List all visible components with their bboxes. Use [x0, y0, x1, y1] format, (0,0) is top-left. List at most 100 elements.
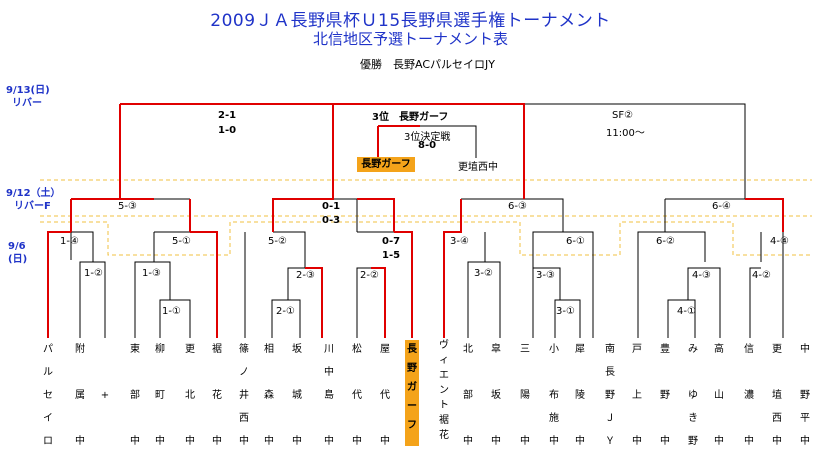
team-char: 北 — [463, 344, 473, 355]
team-char: エ — [439, 370, 449, 381]
page-subtitle: 北信地区予選トーナメント表 — [312, 30, 508, 48]
date-text: 9/12（土） — [6, 188, 61, 199]
red-r2a-right — [189, 199, 218, 338]
team-char — [630, 407, 644, 430]
third-place-loser: 更埴西中 — [458, 162, 498, 173]
score-p3: 2-③ — [296, 270, 315, 281]
final-score-2: 1-0 — [218, 125, 237, 136]
score-p4: 2-② — [360, 270, 379, 281]
sf-time: 11:00～ — [606, 128, 645, 139]
team-char — [489, 361, 503, 384]
team-char: 坂 — [292, 344, 302, 355]
team-char — [461, 407, 475, 430]
team-char: 中 — [714, 436, 724, 447]
team-char: ン — [439, 385, 449, 396]
team-char: Ｊ — [605, 413, 615, 424]
line-r2c — [461, 198, 564, 232]
team-name: 川中島 中 — [322, 338, 336, 453]
team-char — [461, 361, 475, 384]
date-round-final: 9/13(日) リバー — [6, 84, 50, 110]
team-char: 中 — [75, 436, 85, 447]
score-r2c: 6-③ — [508, 201, 527, 212]
team-name: 更 北 中 — [183, 338, 197, 453]
team-name: 篠ノ井西中 — [237, 338, 251, 453]
score-q7: 6-② — [656, 236, 675, 247]
team-char: 濃 — [744, 390, 754, 401]
team-char: 戸 — [632, 344, 642, 355]
score-o1: 1-① — [162, 306, 181, 317]
venue-text: リバーF — [14, 201, 51, 212]
line-p7 — [687, 267, 721, 338]
team-name: + — [98, 338, 112, 453]
team-char: 中 — [264, 436, 274, 447]
team-name: 皐 坂 中 — [489, 338, 503, 453]
team-char: 施 — [549, 413, 559, 424]
team-char: 陽 — [520, 390, 530, 401]
team-name: 坂 城 中 — [290, 338, 304, 453]
team-char: ゆ — [688, 390, 698, 401]
team-char — [630, 361, 644, 384]
team-name: 信 濃 中 — [742, 338, 756, 453]
team-name: 豊 野 中 — [658, 338, 672, 453]
line-p5 — [467, 261, 501, 338]
team-char: 裾 — [212, 344, 222, 355]
team-char — [98, 430, 112, 453]
date-text: 9/13(日) — [6, 85, 50, 96]
team-char — [712, 407, 726, 430]
team-char — [518, 407, 532, 430]
team-char: Ｙ — [605, 436, 615, 447]
score-p1: 1-② — [84, 268, 103, 279]
team-char: 中 — [324, 436, 334, 447]
third-match-score: 8-0 — [418, 140, 437, 151]
line-o1 — [159, 299, 191, 338]
score-p8: 4-② — [752, 270, 771, 281]
team-char: 中 — [352, 436, 362, 447]
team-char: み — [688, 344, 698, 355]
team-char: ィ — [439, 355, 449, 366]
team-name: 犀 陵 中 — [573, 338, 587, 453]
red-q3 — [305, 267, 323, 338]
team-char — [350, 407, 364, 430]
team-char: 代 — [380, 390, 390, 401]
score-r2b: 0-1 — [322, 201, 341, 212]
team-char — [518, 361, 532, 384]
team-char: 中 — [155, 436, 165, 447]
team-char: 中 — [520, 436, 530, 447]
team-char — [547, 361, 561, 384]
team-char: 中 — [632, 436, 642, 447]
team-char: 三 — [520, 344, 530, 355]
page-title: 2009ＪＡ長野県杯Ｕ15長野県選手権トーナメント — [210, 11, 611, 31]
line-p2 — [134, 261, 171, 338]
team-char: 平 — [800, 413, 810, 424]
line-q2 — [153, 231, 190, 262]
team-char: 陵 — [575, 390, 585, 401]
team-name: 高 山 中 — [712, 338, 726, 453]
team-char: 中 — [130, 436, 140, 447]
red-lines — [47, 103, 784, 338]
date-round-1: 9/6 (日) — [8, 240, 27, 266]
team-char: 松 — [352, 344, 362, 355]
line-p8 — [749, 267, 761, 338]
team-char: 野 — [407, 363, 417, 374]
date-text: 9/6 — [8, 241, 26, 252]
line-p4 — [356, 267, 371, 338]
team-char: 部 — [463, 390, 473, 401]
line-sf-right — [524, 103, 746, 199]
team-char — [262, 361, 276, 384]
black-lines — [70, 103, 784, 338]
team-char: 野 — [688, 436, 698, 447]
team-char — [573, 361, 587, 384]
team-char — [350, 361, 364, 384]
team-char: 西 — [772, 413, 782, 424]
team-char: 中 — [324, 367, 334, 378]
team-char: 町 — [155, 390, 165, 401]
team-char: ヴ — [439, 340, 449, 351]
team-char: 高 — [714, 344, 724, 355]
team-char — [290, 361, 304, 384]
line-q7 — [637, 231, 706, 338]
team-char: 皐 — [491, 344, 501, 355]
team-char — [658, 407, 672, 430]
team-char — [798, 361, 812, 384]
